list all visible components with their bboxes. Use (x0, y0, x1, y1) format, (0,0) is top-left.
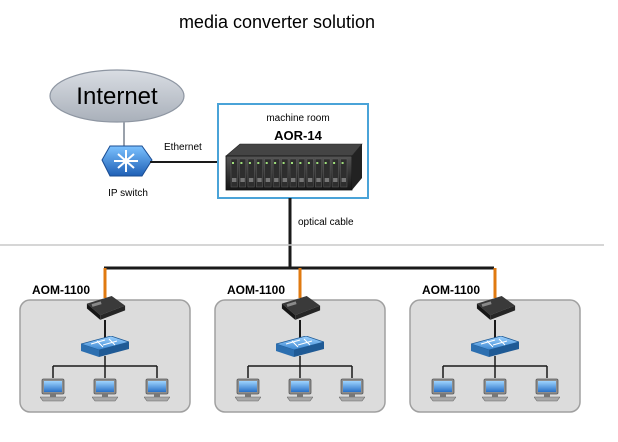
router-icon (101, 145, 153, 177)
ethernet-label: Ethernet (164, 142, 202, 153)
converter-label: AOM-1100 (422, 283, 480, 297)
converter-label: AOM-1100 (227, 283, 285, 297)
branch-site: AOM-1100 (214, 268, 386, 413)
computer-icon (144, 378, 170, 402)
branch-site: AOM-1100 (19, 268, 191, 413)
computer-icon (534, 378, 560, 402)
rack-chassis-icon (225, 143, 363, 191)
optical-cable-label: optical cable (298, 217, 354, 228)
chassis-slot (264, 158, 272, 188)
chassis-slot (281, 158, 289, 188)
computer-icon (287, 378, 313, 402)
internet-label: Internet (76, 83, 158, 110)
chassis-slot (340, 158, 348, 188)
computer-icon (235, 378, 261, 402)
cloud-icon (49, 69, 185, 123)
computer-icon (430, 378, 456, 402)
chassis-slot (306, 158, 314, 188)
machine-room-caption: machine room (266, 113, 329, 124)
computer-icon (92, 378, 118, 402)
chassis-slot (323, 158, 331, 188)
computer-icon (40, 378, 66, 402)
chassis-slot (272, 158, 280, 188)
chassis-slot (289, 158, 297, 188)
computer-icon (339, 378, 365, 402)
chassis-slot (239, 158, 247, 188)
internet-cloud: Internet (49, 69, 185, 123)
converter-label: AOM-1100 (32, 283, 90, 297)
chassis-slot (256, 158, 263, 188)
chassis-slot (230, 158, 238, 188)
chassis-slot (247, 158, 255, 188)
machine-room: machine room AOR-14 (217, 103, 369, 199)
ip-switch-label: IP switch (108, 188, 148, 199)
ip-switch: IP switch (101, 145, 153, 199)
chassis-slot (331, 158, 339, 188)
diagram-title: media converter solution (179, 12, 375, 32)
branch-site: AOM-1100 (409, 268, 581, 413)
chassis-slot (298, 158, 306, 188)
computer-icon (482, 378, 508, 402)
chassis-label: AOR-14 (274, 128, 322, 143)
chassis-slot (315, 158, 322, 188)
